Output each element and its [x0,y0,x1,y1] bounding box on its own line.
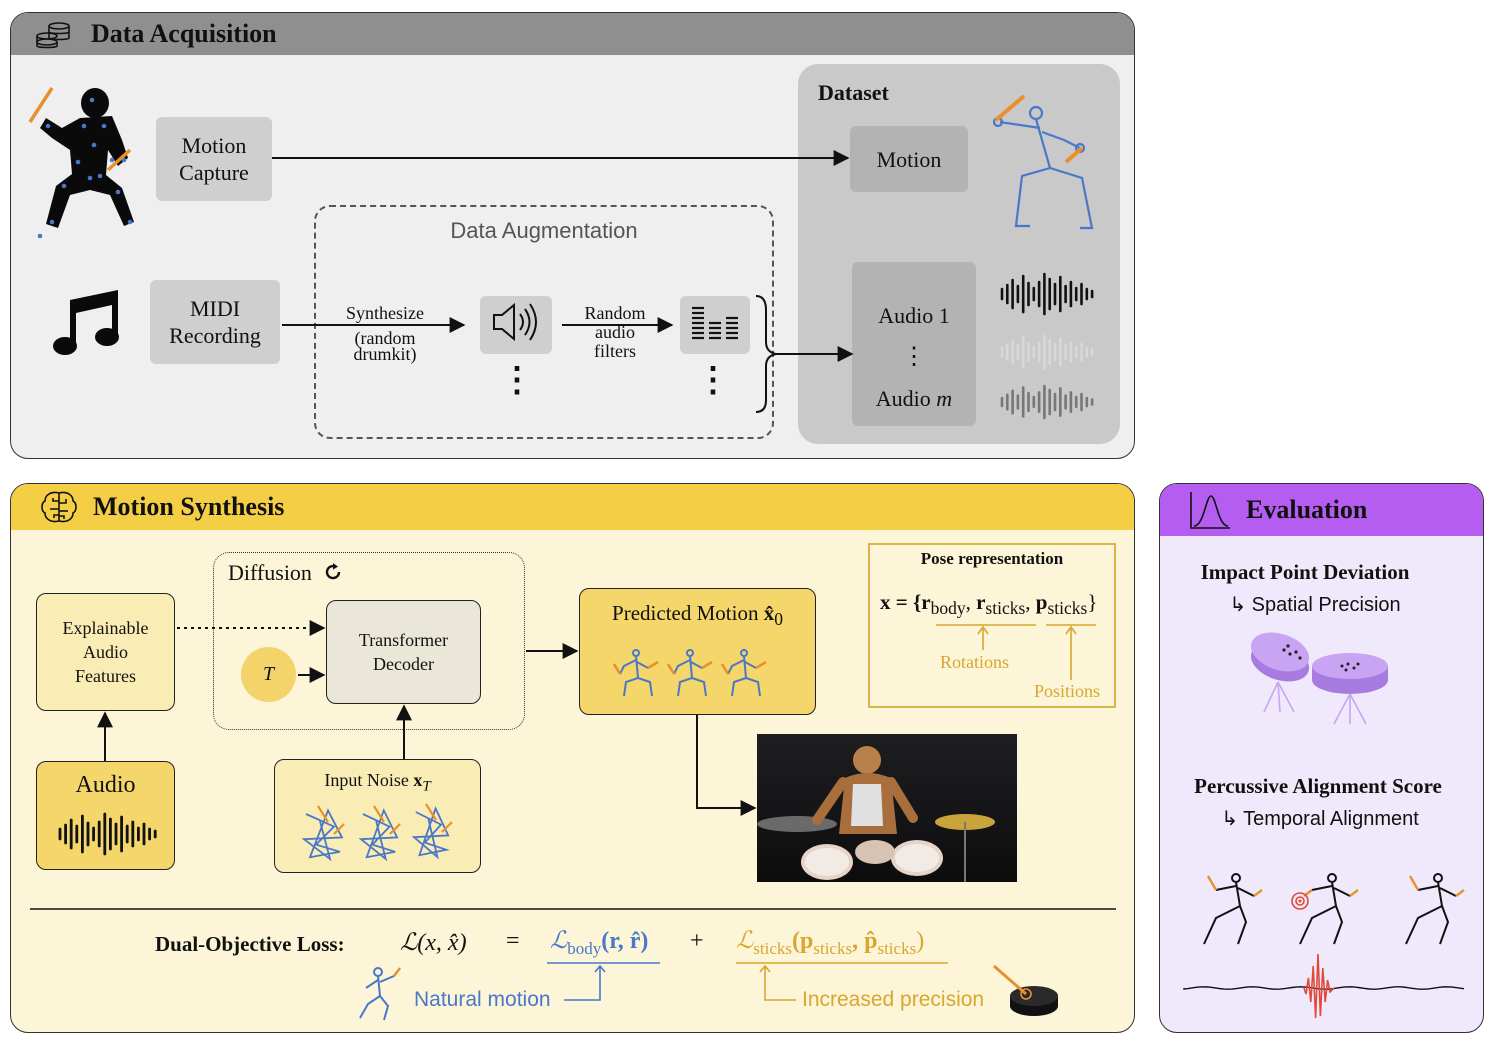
temporal-alignment-label: ↳ Temporal Alignment [1221,808,1419,830]
audio-vdots: ⋮ [902,344,926,370]
loss-sticks-term: ℒsticks(psticks, p̂sticks) [736,928,925,958]
input-noise-label: Input Noise xT [324,770,431,795]
transformer-decoder-label: Transformer Decoder [358,630,449,674]
loss-plus: + [690,928,704,954]
midi-recording-box: MIDI Recording [150,280,280,364]
speaker-vdots: ⋮ [500,362,534,399]
input-noise-box: Input Noise xT [274,759,481,873]
speaker-icon [486,299,546,351]
rendered-drummer-image [757,734,1017,882]
audio-1-label: Audio 1 [878,303,950,328]
midi-recording-label: MIDI Recording [169,296,261,348]
dataset-audio-box: Audio 1 ⋮ Audio m [852,262,976,426]
equalizer-box [680,296,750,354]
timestep-circle: T [241,647,296,702]
loss-lhs: ℒ(x, x̂) [400,930,467,956]
database-icon [33,18,73,50]
distribution-curve-icon [1188,490,1232,530]
pose-representation-box [868,543,1116,708]
diffusion-label: Diffusion [228,560,343,588]
equalizer-icon [688,302,742,348]
diffusion-title: Diffusion [228,560,312,585]
explainable-audio-features-box: Explainable Audio Features [36,593,175,711]
evaluation-header: Evaluation [1160,484,1483,536]
predicted-motion-label: Predicted Motion x̂0 [612,601,783,630]
brain-circuit-icon [39,489,79,525]
predicted-motion-box: Predicted Motion x̂0 [579,588,816,715]
transformer-decoder-box: Transformer Decoder [326,600,481,704]
increased-precision-label: Increased precision [802,988,985,1011]
synthesize-sublabel: (random drumkit) [353,328,417,364]
data-augmentation-title: Data Augmentation [450,218,638,243]
dataset-motion-label: Motion [876,146,942,172]
natural-motion-label: Natural motion [414,988,551,1011]
percussive-alignment-title: Percussive Alignment Score [1194,774,1442,798]
positions-label: Positions [1034,681,1101,701]
evaluation-title: Evaluation [1246,495,1368,524]
data-acquisition-title: Data Acquisition [91,19,277,48]
loss-equals: = [506,928,520,954]
timestep-label: T [262,663,275,685]
pose-representation-title: Pose representation [920,549,1064,568]
motion-synthesis-header: Motion Synthesis [11,484,1134,530]
cycle-arrow-icon [323,562,343,588]
spatial-precision-label: ↳ Spatial Precision [1229,594,1401,616]
loss-label: Dual-Objective Loss: [155,932,345,956]
motion-capture-label: Motion Capture [179,133,249,185]
synthesize-label: Synthesize [346,303,424,323]
motion-capture-box: Motion Capture [156,117,272,201]
rotations-label: Rotations [940,652,1010,672]
speaker-box [480,296,552,354]
loss-body-term: ℒbody(r, r̂) [550,928,649,958]
motion-synthesis-title: Motion Synthesis [93,492,285,521]
random-filters-label: Random audio filters [584,303,646,361]
audio-input-label: Audio [75,772,136,798]
equalizer-vdots: ⋮ [696,362,730,399]
explainable-audio-features-label: Explainable Audio Features [62,618,149,686]
data-acquisition-header: Data Acquisition [11,13,1134,55]
dataset-motion-box: Motion [850,126,968,192]
diffusion-group [213,552,525,730]
audio-m-label: Audio m [875,386,953,411]
dataset-title: Dataset [818,80,889,105]
impact-point-deviation-title: Impact Point Deviation [1200,560,1410,584]
pose-equation: x = {rbody, rsticks, psticks} [880,590,1098,619]
audio-input-box: Audio [36,761,175,870]
